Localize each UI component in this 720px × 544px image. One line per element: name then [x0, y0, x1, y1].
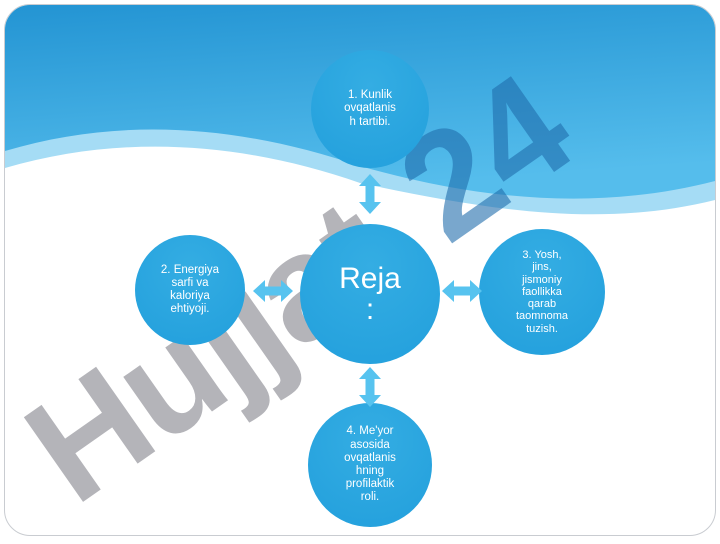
- slide: Hujjat 24 1. Kunlik ovqatlanis h tartibi…: [4, 4, 716, 536]
- node-label: 3. Yosh, jins, jismoniy faollikka qarab …: [516, 248, 568, 335]
- double-arrow-up-down-icon: [359, 367, 381, 407]
- node-label: 1. Kunlik ovqatlanis h tartibi.: [344, 89, 396, 128]
- node-label: 2. Energiya sarfi va kaloriya ehtiyoji.: [160, 263, 220, 316]
- node-label: 4. Me'yor asosida ovqatlanis hning profi…: [344, 425, 396, 504]
- node-top: 1. Kunlik ovqatlanis h tartibi.: [311, 50, 429, 168]
- radial-diagram: 1. Kunlik ovqatlanis h tartibi. 2. Energ…: [5, 5, 715, 535]
- node-bottom: 4. Me'yor asosida ovqatlanis hning profi…: [308, 403, 432, 527]
- double-arrow-left-right-icon: [253, 280, 293, 302]
- node-right: 3. Yosh, jins, jismoniy faollikka qarab …: [479, 229, 605, 355]
- node-left: 2. Energiya sarfi va kaloriya ehtiyoji.: [135, 235, 245, 345]
- double-arrow-left-right-icon: [442, 280, 482, 302]
- center-node-label: Reja :: [339, 261, 401, 326]
- double-arrow-up-down-icon: [359, 174, 381, 214]
- center-node: Reja :: [300, 224, 440, 364]
